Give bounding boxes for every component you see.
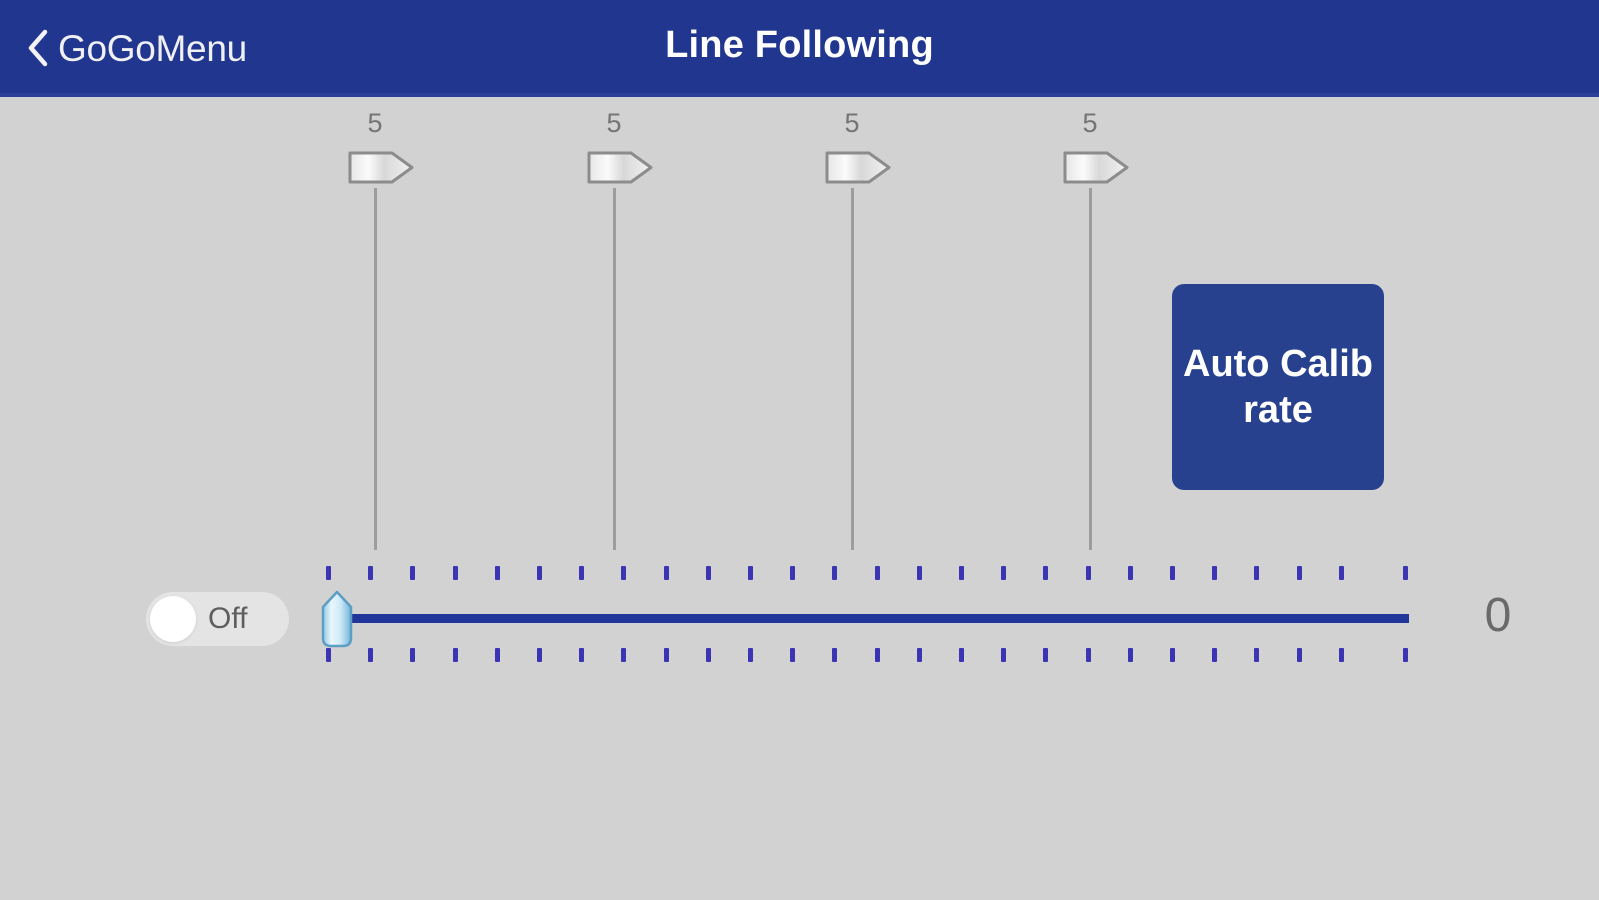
speed-slider-tick bbox=[452, 566, 458, 580]
sensor-slider-track-2[interactable] bbox=[613, 188, 616, 550]
speed-slider-tick bbox=[916, 648, 922, 662]
speed-slider-tick bbox=[748, 566, 753, 580]
auto-calibrate-button[interactable]: Auto Calibrate bbox=[1172, 284, 1384, 490]
speed-slider-tick bbox=[705, 566, 711, 580]
speed-slider-tick bbox=[663, 648, 669, 662]
speed-slider-ticks-top bbox=[320, 566, 1410, 580]
speed-slider-tick bbox=[621, 566, 627, 580]
speed-slider-tick bbox=[663, 566, 669, 580]
speed-slider-tick bbox=[1403, 566, 1408, 580]
back-button[interactable]: GoGoMenu bbox=[26, 22, 247, 74]
power-toggle-knob bbox=[150, 596, 196, 642]
power-toggle[interactable]: Off bbox=[146, 592, 289, 646]
speed-slider-tick bbox=[452, 648, 458, 662]
speed-slider-tick bbox=[1254, 648, 1260, 662]
sensor-slider-track-3[interactable] bbox=[851, 188, 854, 550]
speed-slider-tick bbox=[410, 566, 416, 580]
speed-slider[interactable] bbox=[320, 566, 1410, 666]
sensor-slider-track-4[interactable] bbox=[1089, 188, 1092, 550]
speed-slider-tick bbox=[790, 566, 796, 580]
header-underline bbox=[0, 93, 1599, 97]
sensor-slider-handle-4[interactable] bbox=[1061, 149, 1131, 186]
speed-slider-track[interactable] bbox=[332, 614, 1409, 623]
chevron-left-icon bbox=[28, 29, 48, 67]
speed-slider-tick bbox=[916, 566, 922, 580]
sensor-slider-value-2: 5 bbox=[606, 108, 622, 138]
speed-slider-tick bbox=[537, 648, 542, 662]
sensor-slider-value-4: 5 bbox=[1082, 108, 1098, 138]
sensor-slider-handle-2[interactable] bbox=[585, 149, 655, 186]
speed-slider-tick bbox=[748, 648, 753, 662]
speed-slider-tick bbox=[1212, 566, 1218, 580]
speed-slider-thumb[interactable] bbox=[320, 590, 354, 648]
speed-slider-ticks-bottom bbox=[320, 648, 1410, 662]
speed-slider-tick bbox=[1001, 648, 1007, 662]
speed-slider-tick bbox=[1338, 648, 1344, 662]
sensor-slider-handle-3[interactable] bbox=[823, 149, 893, 186]
speed-slider-tick bbox=[326, 566, 331, 580]
speed-slider-tick bbox=[1085, 566, 1091, 580]
power-toggle-label: Off bbox=[208, 602, 248, 635]
speed-slider-tick bbox=[1127, 648, 1133, 662]
sensor-slider-track-1[interactable] bbox=[374, 188, 377, 550]
speed-slider-tick bbox=[326, 648, 331, 662]
speed-slider-tick bbox=[1127, 566, 1133, 580]
speed-slider-tick bbox=[621, 648, 627, 662]
speed-slider-tick bbox=[579, 566, 585, 580]
speed-slider-tick bbox=[1296, 566, 1302, 580]
sensor-slider-value-3: 5 bbox=[844, 108, 860, 138]
speed-slider-tick bbox=[1043, 566, 1049, 580]
speed-slider-tick bbox=[1170, 648, 1175, 662]
speed-slider-tick bbox=[1254, 566, 1260, 580]
speed-slider-tick bbox=[1001, 566, 1007, 580]
speed-slider-value: 0 bbox=[1484, 589, 1512, 642]
speed-slider-tick bbox=[874, 648, 880, 662]
app-header bbox=[0, 0, 1599, 93]
speed-slider-tick bbox=[368, 648, 374, 662]
speed-slider-tick bbox=[1338, 566, 1344, 580]
speed-slider-tick bbox=[494, 648, 500, 662]
speed-slider-tick bbox=[1085, 648, 1091, 662]
speed-slider-tick bbox=[790, 648, 796, 662]
speed-slider-tick bbox=[959, 648, 964, 662]
sensor-slider-value-1: 5 bbox=[367, 108, 383, 138]
speed-slider-tick bbox=[579, 648, 585, 662]
speed-slider-tick bbox=[832, 648, 838, 662]
back-button-label: GoGoMenu bbox=[58, 27, 247, 69]
speed-slider-tick bbox=[832, 566, 838, 580]
speed-slider-tick bbox=[874, 566, 880, 580]
speed-slider-tick bbox=[1212, 648, 1218, 662]
speed-slider-tick bbox=[1403, 648, 1408, 662]
speed-slider-tick bbox=[494, 566, 500, 580]
sensor-slider-handle-1[interactable] bbox=[346, 149, 416, 186]
speed-slider-tick bbox=[368, 566, 374, 580]
speed-slider-tick bbox=[410, 648, 416, 662]
speed-slider-tick bbox=[705, 648, 711, 662]
speed-slider-tick bbox=[537, 566, 542, 580]
speed-slider-tick bbox=[959, 566, 964, 580]
page-title: Line Following bbox=[665, 24, 934, 66]
speed-slider-tick bbox=[1296, 648, 1302, 662]
speed-slider-tick bbox=[1170, 566, 1175, 580]
speed-slider-tick bbox=[1043, 648, 1049, 662]
